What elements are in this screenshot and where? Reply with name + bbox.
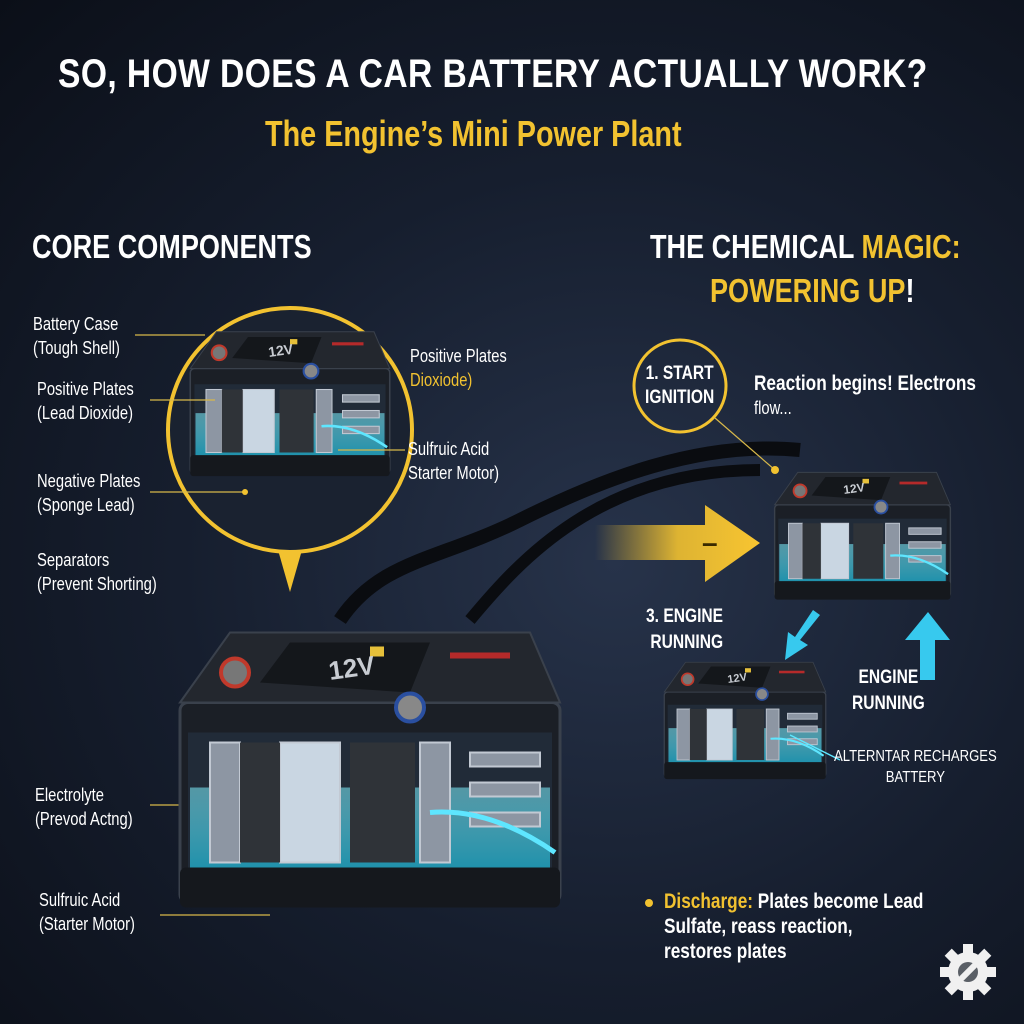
- step1-circle: [632, 338, 728, 434]
- cable: [465, 464, 761, 624]
- battery-voltage-label: 12V: [267, 341, 295, 360]
- discharge-note: Discharge: Plates become Lead Sulfate, r…: [664, 889, 923, 964]
- label-line: Sulfruic Acid: [408, 439, 490, 459]
- leader-line: [714, 417, 776, 471]
- battery-voltage-label: 12V: [327, 650, 378, 686]
- label-electrolyte: Electrolyte (Prevod Actng): [35, 783, 133, 831]
- label-line: Dioxiode): [410, 370, 473, 390]
- label-line: Reaction begins! Electrons: [754, 372, 977, 395]
- recharge-label: ALTERNTAR RECHARGES BATTERY: [834, 746, 997, 788]
- marker-dot: [771, 466, 779, 474]
- powering-up-heading: POWERING UP!: [710, 272, 914, 310]
- label-line: Separators: [37, 550, 110, 570]
- discharge-term: Discharge:: [664, 890, 754, 913]
- step3-label: 3. ENGINE RUNNING: [646, 604, 723, 656]
- marker-dot: [242, 489, 248, 495]
- cable: [334, 441, 801, 624]
- heading-part: POWERING UP: [710, 272, 906, 309]
- label-line: Electrolyte: [35, 785, 104, 805]
- core-components-heading: CORE COMPONENTS: [32, 228, 312, 265]
- label-line: Sulfruic Acid: [39, 890, 121, 910]
- page-subtitle: The Engine’s Mini Power Plant: [265, 113, 682, 154]
- label-line: (Starter Motor): [39, 914, 135, 934]
- label-line: Starter Motor): [408, 463, 500, 483]
- down-arrow: [785, 610, 820, 660]
- flow-arrow: [595, 505, 760, 582]
- up-arrow: [905, 612, 950, 680]
- label-line: (Sponge Lead): [37, 495, 135, 515]
- page-title: SO, HOW DOES A CAR BATTERY ACTUALLY WORK…: [58, 52, 928, 96]
- label-line: BATTERY: [885, 769, 946, 786]
- arrow-sign: –: [702, 527, 718, 558]
- label-line: flow...: [754, 398, 792, 418]
- label-negative-plates: Negative Plates (Sponge Lead): [37, 469, 140, 517]
- heading-part: MAGIC:: [861, 228, 961, 265]
- label-separators: Separators (Prevent Shorting): [37, 548, 157, 596]
- label-line: (Tough Shell): [33, 338, 120, 358]
- label-line: ENGINE: [858, 667, 919, 688]
- label-line: Plates become Lead: [753, 890, 924, 913]
- label-line: Battery Case: [33, 314, 119, 334]
- heading-part: THE CHEMICAL: [650, 228, 862, 265]
- label-line: (Prevod Actng): [35, 809, 133, 829]
- label-line: restores plates: [664, 940, 787, 963]
- label-battery-case: Battery Case (Tough Shell): [33, 312, 120, 360]
- heading-part: !: [905, 272, 915, 309]
- label-line: IGNITION: [645, 387, 715, 408]
- label-positive-plates: Positive Plates (Lead Dioxide): [37, 377, 134, 425]
- step1-description: Reaction begins! Electrons flow...: [754, 372, 976, 420]
- battery-voltage-label: 12V: [727, 671, 749, 686]
- label-line: (Prevent Shorting): [37, 574, 157, 594]
- label-line: (Lead Dioxide): [37, 403, 133, 423]
- label-line: 3. ENGINE: [646, 606, 724, 627]
- chemical-magic-heading: THE CHEMICAL MAGIC:: [650, 228, 961, 266]
- leader-line: [789, 734, 841, 761]
- label-line: Positive Plates: [410, 346, 507, 366]
- engine-running-label: ENGINE RUNNING: [852, 665, 925, 717]
- label-line: RUNNING: [852, 693, 925, 714]
- bullet-dot: [645, 899, 653, 907]
- label-line: Sulfate, reass reaction,: [664, 915, 853, 938]
- label-line: RUNNING: [650, 632, 724, 653]
- callout-pointer: [278, 550, 302, 592]
- label-sulfuric-acid: Sulfruic Acid (Starter Motor): [39, 888, 135, 936]
- label-line: Negative Plates: [37, 471, 141, 491]
- step1-label: 1. START IGNITION: [645, 362, 714, 410]
- gear-wrench-icon: [940, 944, 996, 1000]
- label-line: ALTERNTAR RECHARGES: [834, 748, 997, 765]
- battery-voltage-label: 12V: [842, 480, 865, 497]
- label-line: 1. START: [645, 363, 714, 384]
- label-line: Positive Plates: [37, 379, 134, 399]
